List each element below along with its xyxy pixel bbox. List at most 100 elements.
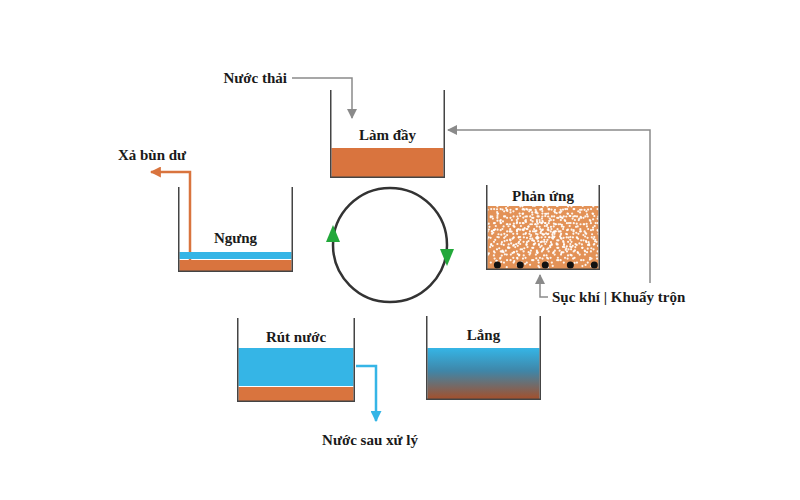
bubble [581,265,583,267]
bubble [563,243,565,245]
bubble [596,254,598,256]
bubble [490,243,492,245]
bubble [567,236,569,238]
bubble [581,247,583,249]
bubble [574,219,576,221]
bubble [589,220,591,222]
bubble [583,223,585,225]
bubble [541,212,543,214]
bubble [490,216,492,218]
bubble [591,236,593,238]
bubble [512,210,514,212]
bubble [509,211,511,213]
bubble [504,215,506,217]
bubble [557,247,559,249]
bubble [512,257,514,259]
bubble [500,243,502,245]
bubble [503,262,505,264]
bubble [496,208,498,210]
liquid-layer [180,252,292,259]
bubble [534,209,536,211]
tank-wall [238,318,355,401]
bubble [565,233,567,235]
bubble [570,248,572,250]
bubble [501,254,503,256]
bubble [509,217,511,219]
bubble [506,217,508,219]
bubble [526,228,528,230]
bubble [546,224,548,226]
bubble [496,211,498,213]
bubble [576,215,578,217]
bubble [541,215,543,217]
bubble [488,219,489,221]
bubble [554,253,556,255]
air-diffuser [494,262,501,269]
tank: Làm đầy [330,90,445,178]
bubble [488,236,490,238]
bubble [514,246,516,248]
bubble [547,247,549,249]
bubble [545,241,547,243]
bubble [518,236,520,238]
bubble [522,257,524,259]
bubble [577,210,579,212]
bubble [556,206,558,207]
outflow-arrow [356,366,376,421]
bubble [543,239,545,241]
bubble [541,241,543,243]
bubble [566,222,568,224]
bubble [496,220,498,222]
bubble [503,240,505,242]
bubble [506,210,508,212]
bubble [500,219,502,221]
bubble [540,222,542,224]
bubble [550,244,552,246]
bubble [569,225,571,227]
bubble [552,235,554,237]
bubble [566,236,568,238]
air-diffuser [517,262,524,269]
tank-wall [487,185,600,269]
return-arrow [448,130,650,283]
air-diffuser [591,262,598,269]
stage-name: Phản ứng [512,187,574,205]
bubble [509,230,511,232]
bubble [560,233,562,235]
bubble [501,249,503,251]
bubble [530,209,532,211]
bubble [490,208,492,210]
flow-label: Sục khí | Khuấy trộn [552,288,685,306]
bubble [502,225,504,227]
bubble [541,245,543,247]
bubble [510,253,512,255]
bubble [559,216,561,218]
bubble [572,236,574,238]
bubble [587,209,589,211]
bubble [536,251,538,253]
bubble [560,230,562,232]
bubble [584,264,586,266]
bubble [587,248,589,250]
bubble [586,213,588,215]
bubble [506,230,508,232]
bubble [499,257,501,259]
bubble [517,253,519,255]
bubble [535,223,537,225]
liquid-layer [180,260,292,271]
bubble [496,217,498,219]
bubble [503,210,505,212]
bubble [552,252,554,254]
bubble [567,241,569,243]
bubble [590,250,592,252]
bubble [517,217,519,219]
bubble [566,212,568,214]
bubble [569,215,571,217]
bubble [579,253,581,255]
bubble [547,233,549,235]
bubble [513,244,515,246]
bubble [597,217,599,219]
bubble [553,231,555,233]
bubble [530,250,532,252]
